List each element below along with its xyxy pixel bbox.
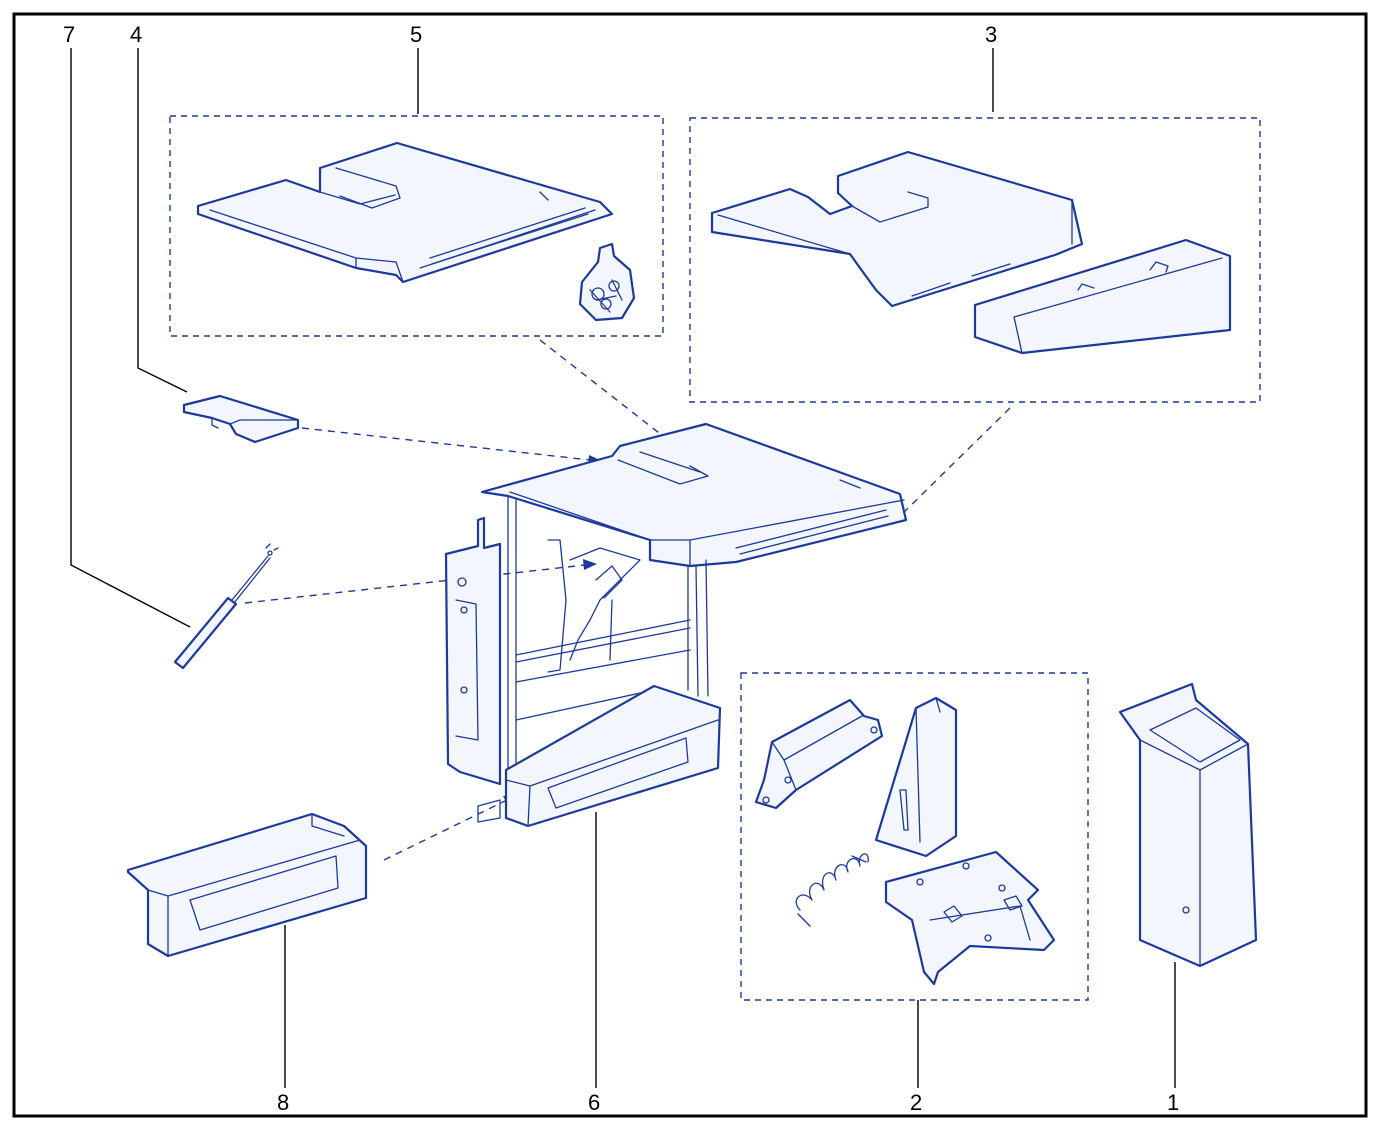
part-8-bottom-tray bbox=[126, 812, 368, 958]
part-2-wedge-block bbox=[874, 696, 958, 858]
callout-1: 1 bbox=[1167, 962, 1179, 1115]
part-2-spring bbox=[795, 853, 869, 927]
callout-2: 2 bbox=[910, 1000, 922, 1115]
arrow-8-to-frame bbox=[383, 799, 508, 861]
part-1-tall-bin bbox=[1118, 682, 1258, 968]
part-5-extension-tray bbox=[196, 141, 614, 284]
callout-label-6: 6 bbox=[588, 1090, 600, 1115]
callout-label-2: 2 bbox=[910, 1090, 922, 1115]
part-4-small-cover bbox=[182, 394, 300, 444]
callout-5: 5 bbox=[410, 22, 422, 114]
part-3-tray-cover bbox=[973, 238, 1232, 355]
callout-label-5: 5 bbox=[410, 22, 422, 47]
group-box-3 bbox=[689, 117, 1261, 403]
callout-label-8: 8 bbox=[277, 1090, 289, 1115]
arrow-7-to-frame bbox=[244, 564, 586, 604]
callout-8: 8 bbox=[277, 925, 289, 1115]
arrow-5-to-frame bbox=[539, 339, 669, 441]
diagram-border bbox=[12, 12, 1368, 1118]
callout-3: 3 bbox=[985, 22, 997, 112]
callout-label-1: 1 bbox=[1167, 1090, 1179, 1115]
screw-bag-icon bbox=[578, 242, 636, 322]
leader-line-4 bbox=[137, 48, 188, 393]
callout-4: 4 bbox=[130, 22, 188, 393]
part-6-frame-assembly bbox=[444, 422, 908, 828]
callout-label-3: 3 bbox=[985, 22, 997, 47]
leader-line-7 bbox=[70, 48, 191, 628]
arrow-4-to-frame bbox=[301, 427, 591, 461]
part-7-gas-strut bbox=[173, 543, 279, 670]
group-box-5 bbox=[169, 115, 664, 337]
arrow-3-to-frame bbox=[899, 407, 1011, 517]
callout-6: 6 bbox=[588, 812, 600, 1115]
callout-7: 7 bbox=[63, 22, 191, 628]
group-box-2 bbox=[740, 672, 1089, 1001]
part-2-mounting-plate bbox=[884, 850, 1056, 986]
callout-label-7: 7 bbox=[63, 22, 75, 47]
part-2-bracket bbox=[754, 698, 884, 810]
part-3-output-tray bbox=[710, 150, 1084, 308]
callout-label-4: 4 bbox=[130, 22, 142, 47]
